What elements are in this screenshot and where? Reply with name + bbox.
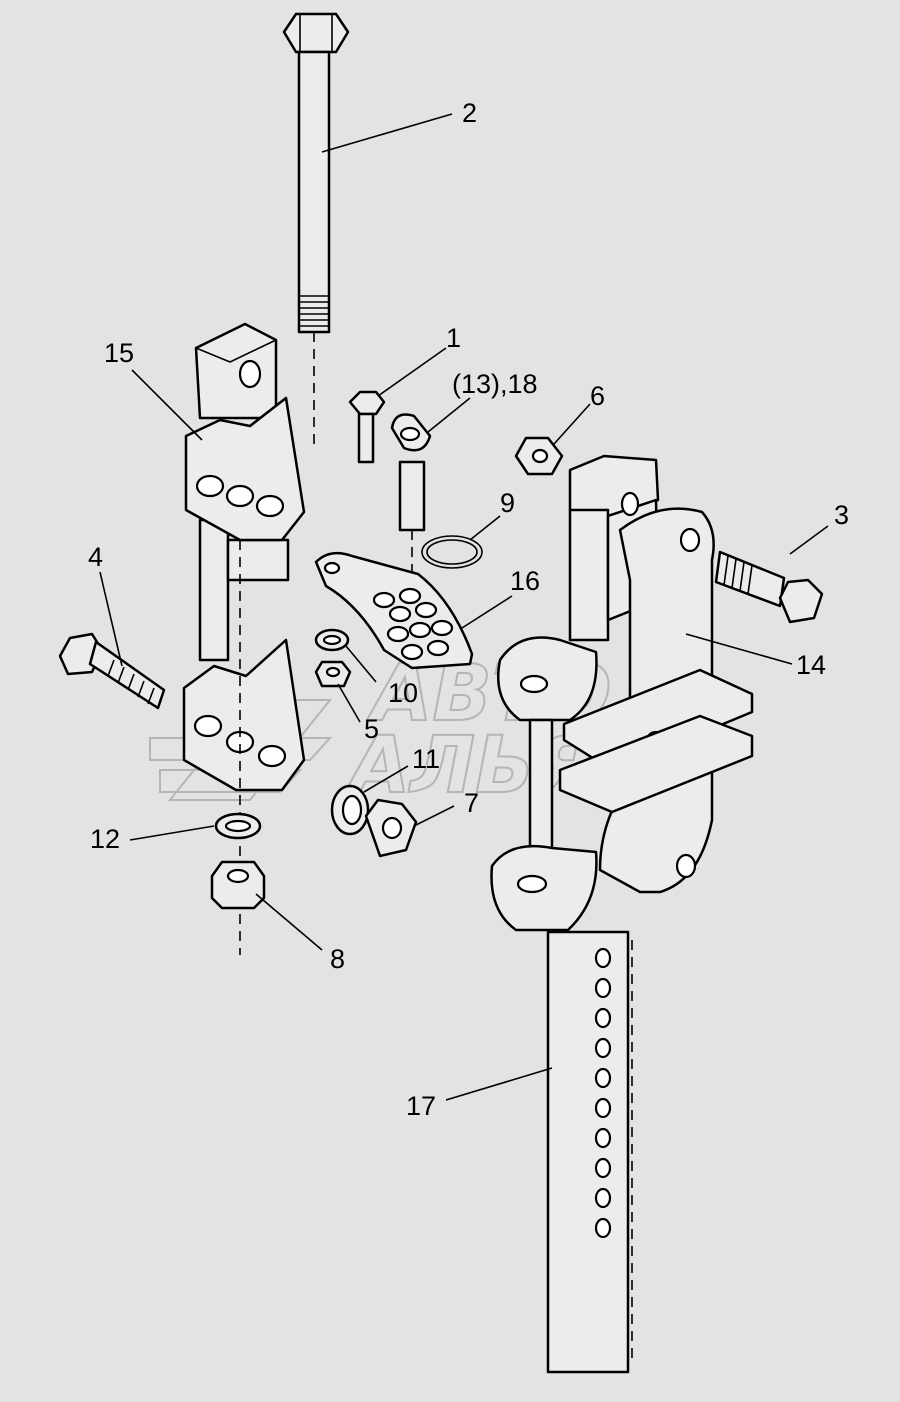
callout-14: 14 <box>796 650 826 680</box>
bolt-part-4 <box>58 632 166 710</box>
callout-1: 1 <box>446 323 461 353</box>
leader-11 <box>363 765 409 793</box>
nut-part-5 <box>314 660 352 688</box>
callout-6: 6 <box>590 381 605 411</box>
leader-6 <box>553 403 591 445</box>
callout-10: 10 <box>388 678 418 708</box>
leader-15 <box>131 369 203 441</box>
leader-lines <box>99 113 829 1101</box>
leader-13-18 <box>427 397 471 433</box>
callout-4: 4 <box>88 542 103 572</box>
adjustment-plate-part <box>314 551 474 670</box>
callout-11: 11 <box>412 744 440 774</box>
nut-part-6 <box>514 436 564 476</box>
bolt-part-3 <box>714 550 824 624</box>
nut-part-7 <box>364 798 418 858</box>
callout-17: 17 <box>406 1091 436 1121</box>
adjustment-bar-part <box>546 930 633 1374</box>
nut-part-8 <box>210 860 266 910</box>
callout-16: 16 <box>510 566 540 596</box>
callout-8: 8 <box>330 944 345 974</box>
callout-12: 12 <box>90 824 120 854</box>
ring-pin-part <box>390 413 432 640</box>
washer-part-10 <box>314 628 350 652</box>
leader-17 <box>445 1067 553 1101</box>
leader-12 <box>129 825 215 841</box>
leader-5 <box>337 683 361 723</box>
callout-labels: 2 1 (13),18 15 6 9 3 16 4 14 10 5 11 7 1… <box>88 98 849 1121</box>
leader-2 <box>321 113 453 153</box>
callout-5: 5 <box>364 714 379 744</box>
leader-1 <box>377 347 447 397</box>
leader-9 <box>469 515 501 541</box>
leader-10 <box>345 645 377 683</box>
leader-14 <box>685 633 793 665</box>
small-bolt-part <box>348 390 386 464</box>
callout-3: 3 <box>834 500 849 530</box>
leader-7 <box>413 805 455 827</box>
leader-8 <box>255 893 323 951</box>
callout-15: 15 <box>104 338 134 368</box>
long-bolt-part <box>282 12 350 450</box>
lock-washer-part-11 <box>330 784 370 836</box>
callout-2: 2 <box>462 98 477 128</box>
leader-4 <box>99 571 123 667</box>
lock-washer-part-12 <box>214 812 262 840</box>
bracket-assembly-part <box>182 322 306 955</box>
main-bracket-part <box>490 454 754 932</box>
leader-3 <box>789 525 829 555</box>
callout-9: 9 <box>500 488 515 518</box>
leader-16 <box>461 595 513 629</box>
circlip-part <box>421 535 483 569</box>
callout-7: 7 <box>464 788 479 818</box>
callout-13-18: (13),18 <box>452 369 538 399</box>
